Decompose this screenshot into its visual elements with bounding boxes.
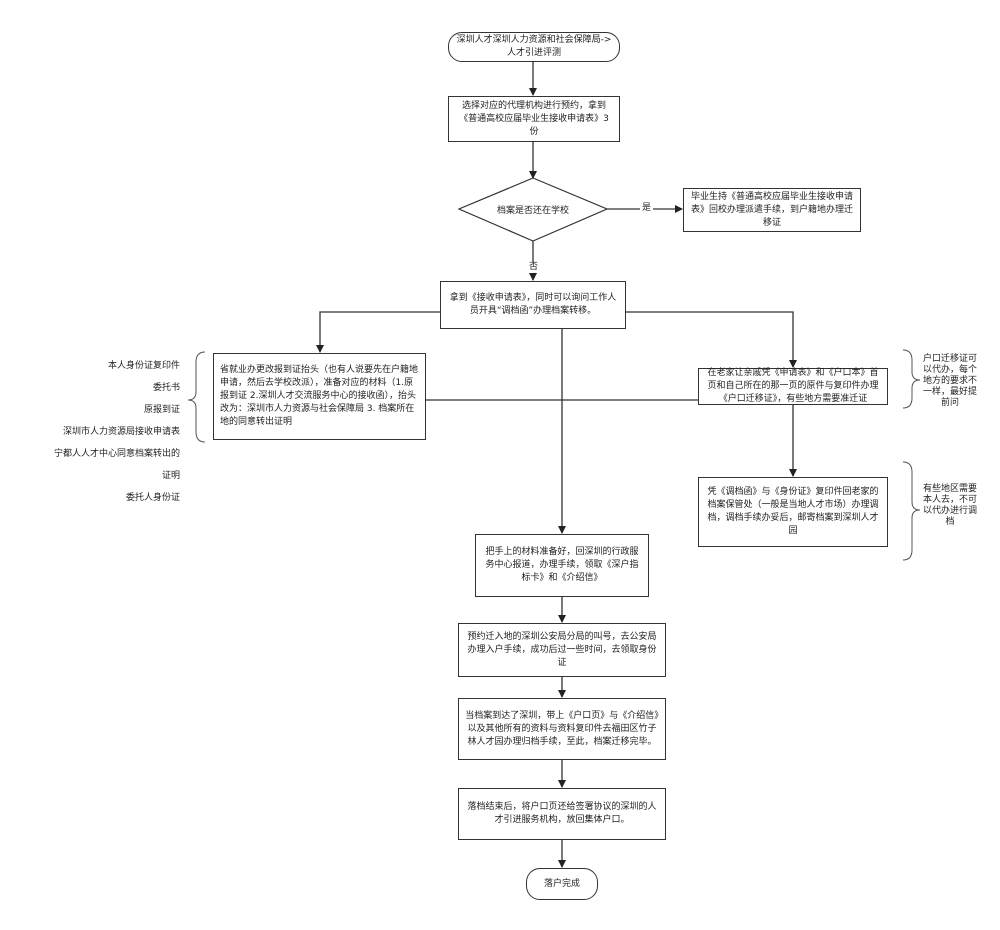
step-police-registration: 预约迁入地的深圳公安局分局的叫号，去公安局办理入户手续，成功后过一些时间，去领取… — [458, 623, 666, 677]
right-note-1: 户口迁移证可以代办，每个地方的要求不一样，最好提前问 — [922, 354, 977, 408]
step-prepare-materials: 把手上的材料准备好，回深圳的行政服务中心报道，办理手续，领取《深户指标卡》和《介… — [475, 534, 649, 597]
no-label: 否 — [527, 262, 541, 273]
right-box-migration: 在老家让亲戚凭《申请表》和《户口本》首页和自己所在的那一页的原件与复印件办理《户… — [698, 368, 888, 405]
yes-box: 毕业生持《普通高校应届毕业生接收申请表》回校办理派遣手续，到户籍地办理迁移证 — [683, 188, 861, 232]
left-materials-box: 省就业办更改报到证抬头（也有人说要先在户籍地申请，然后去学校改派），准备对应的材… — [213, 353, 426, 440]
right-note-2: 有些地区需要本人去，不可以代办进行调档 — [922, 484, 977, 527]
decision-label: 档案是否还在学校 — [496, 205, 569, 216]
step-return-hukou: 落档结束后，将户口页还给签署协议的深圳的人才引进服务机构，放回集体户口。 — [458, 788, 666, 840]
decision-diamond — [457, 177, 609, 242]
right-box-transfer-file: 凭《调档函》与《身份证》复印件回老家的档案保管处（一般是当地人才市场）办理调档，… — [698, 477, 888, 547]
left-note-line: 宁都人人才中心同意档案转出的 — [53, 449, 180, 459]
right-brace-2 — [902, 461, 921, 561]
left-note-line: 委托人身份证 — [125, 493, 180, 503]
left-note-line: 原报到证 — [143, 405, 180, 415]
left-note-line: 深圳市人力资源局接收申请表 — [62, 427, 180, 437]
left-brace — [187, 351, 206, 443]
step-reserve-agency: 选择对应的代理机构进行预约，拿到《普通高校应届毕业生接收申请表》3份 — [448, 96, 620, 142]
right-brace-1 — [902, 349, 921, 409]
yes-label: 是 — [640, 203, 654, 214]
left-note-line: 证明 — [161, 471, 180, 481]
end-node: 落户完成 — [526, 868, 598, 900]
left-note-line: 委托书 — [152, 383, 180, 393]
left-note: 本人身份证复印件 委托书 原报到证 深圳市人力资源局接收申请表 宁都人人才中心同… — [30, 350, 180, 515]
edge-step2-left — [316, 311, 440, 353]
step-archive-filing: 当档案到达了深圳，带上《户口页》与《介绍信》以及其他所有的资料与资料复印件去福田… — [458, 698, 666, 760]
left-note-line: 本人身份证复印件 — [107, 361, 180, 371]
edge-step2-right — [626, 311, 797, 368]
start-node: 深圳人才深圳人力资源和社会保障局->人才引进评测 — [448, 32, 620, 62]
step-get-application: 拿到《接收申请表》，同时可以询问工作人员开具“调档函”办理档案转移。 — [440, 281, 626, 329]
